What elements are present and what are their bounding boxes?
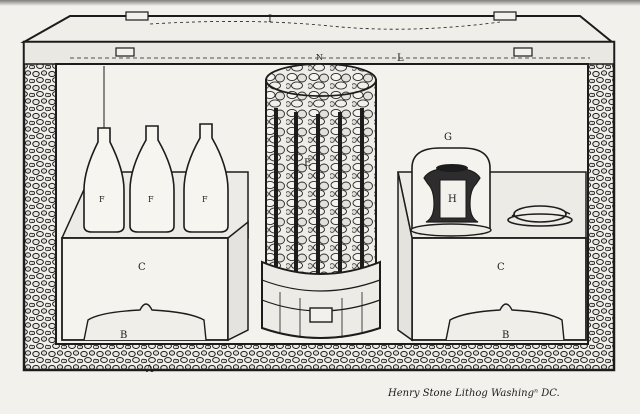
bottle xyxy=(183,123,229,233)
label-f-3: F xyxy=(202,195,208,204)
label-c-left: C xyxy=(138,262,146,273)
dish xyxy=(507,205,573,227)
label-l: L xyxy=(397,53,404,64)
label-i: I xyxy=(268,14,272,25)
label-c-right: C xyxy=(497,262,505,273)
label-f-1: F xyxy=(99,195,105,204)
bottle xyxy=(129,125,175,233)
ice-cylinder xyxy=(261,63,381,339)
bell-jar xyxy=(410,147,492,237)
label-h: H xyxy=(448,194,457,205)
label-f-2: F xyxy=(148,195,154,204)
label-b-left: B xyxy=(120,330,127,341)
bottle xyxy=(83,66,125,233)
diagram-labels: I L N G H E F F F C C B B A xyxy=(99,14,509,375)
label-g: G xyxy=(444,132,452,143)
scan-edge-shadow xyxy=(0,0,640,6)
printer-credit: Henry Stone Lithog Washingⁿ DC. xyxy=(387,388,560,399)
label-a: A xyxy=(145,364,154,375)
label-e: E xyxy=(304,158,311,169)
label-n: N xyxy=(316,53,323,62)
label-b-right: B xyxy=(502,330,509,341)
